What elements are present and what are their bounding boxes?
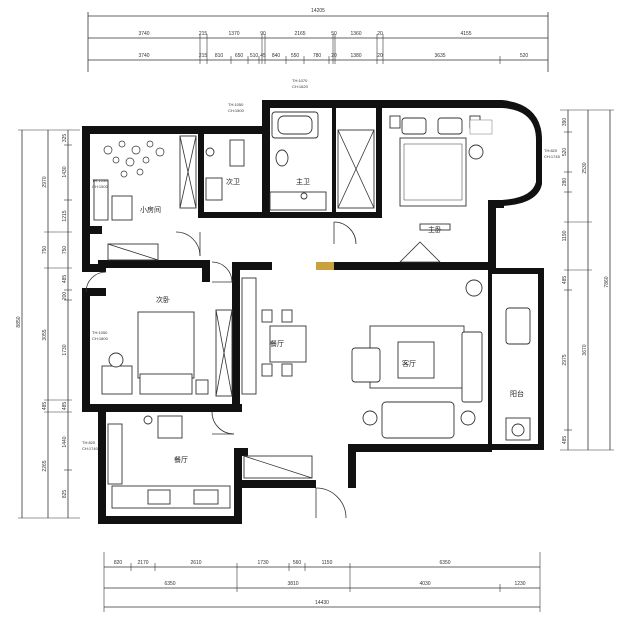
dim-right-r2-6: 485 [562, 436, 568, 445]
dim-left-r2-5: 1730 [62, 344, 68, 355]
dim-right-r2-0: 390 [562, 118, 568, 127]
dim-top-r2-0: 3740 [138, 53, 149, 59]
walls [82, 100, 544, 524]
room-label-living: 客厅 [402, 359, 416, 368]
dim-left-r2-3: 750 [62, 246, 68, 255]
dim-top-r2-2: 810 [215, 53, 224, 59]
dim-right-r2-2: 280 [562, 178, 568, 187]
room-label-master-bedroom: 主卧 [428, 225, 442, 234]
door-threshold [316, 262, 334, 270]
dim-left-r2-8: 1440 [62, 436, 68, 447]
dim-left-r2-2: 1215 [62, 210, 68, 221]
dim-left-r1-4: 2265 [42, 460, 48, 471]
room-label-master-bath: 主卫 [296, 177, 310, 186]
dim-left-r2-1: 1430 [62, 166, 68, 177]
dim-left-r1-3: 485 [42, 402, 48, 411]
dim-left-r2-4: 485 [62, 275, 68, 284]
dim-top-r1-2: 1370 [228, 31, 239, 37]
dim-top-r2-4: 510 [250, 53, 259, 59]
dim-top-r1-1: 215 [199, 31, 208, 37]
dim-top-r1-4: 2165 [294, 31, 305, 37]
note-master-bedroom-th: TH:820 [544, 148, 558, 153]
room-label-kitchen: 餐厅 [174, 455, 188, 464]
note-second-bath-ch: CH:1500 [228, 108, 245, 113]
note-second-bath-th: TH:1050 [228, 102, 244, 107]
dim-bottom-r1-3: 1730 [257, 560, 268, 566]
dim-right-r2-1: 520 [562, 148, 568, 157]
dim-bottom-r2-2: 4030 [419, 581, 430, 587]
dim-right-r2-4: 485 [562, 276, 568, 285]
dim-right-r1-1: 3670 [582, 344, 588, 355]
dim-left-r2-9: 825 [62, 490, 68, 499]
note-master-bath-ch: CH:1620 [292, 84, 309, 89]
dim-right-r1-0: 2530 [582, 162, 588, 173]
dim-top-total: 14205 [311, 8, 325, 14]
dim-top-r2-9: 20 [331, 53, 337, 59]
dim-bottom-r2-3: 1230 [514, 581, 525, 587]
dim-top-r2-11: 20 [377, 53, 383, 59]
dim-top-r1-6: 1360 [350, 31, 361, 37]
dim-bottom-r1-6: 6350 [439, 560, 450, 566]
dim-top-r2-6: 840 [272, 53, 281, 59]
room-label-second-bath: 次卫 [226, 177, 240, 186]
bottom-dimensions: 820 2170 2610 1730 560 1150 6350 6350 38… [103, 552, 541, 612]
dim-bottom-r1-4: 560 [293, 560, 302, 566]
dim-bottom-r1-5: 1150 [322, 560, 333, 566]
dim-top-r1-7: 20 [377, 31, 383, 37]
dim-bottom-r2-1: 3810 [287, 581, 298, 587]
dim-left-r2-6: 200 [62, 292, 68, 301]
dim-top-r2-12: 3635 [434, 53, 445, 59]
dim-bottom-r1-2: 2610 [190, 560, 201, 566]
dim-bottom-total: 14430 [315, 600, 329, 606]
dim-bottom-r2-0: 6350 [164, 581, 175, 587]
room-labels: 小房间 次卫 主卫 主卧 次卧 餐厅 客厅 阳台 餐厅 [140, 177, 524, 464]
dim-top-r2-5: 45 [260, 53, 266, 59]
note-master-bedroom-ch: CH:1745 [544, 154, 561, 159]
dim-left-r2-0: 325 [62, 134, 68, 143]
dim-left-r1-2: 3055 [42, 329, 48, 340]
dim-top-r1-8: 4155 [460, 31, 471, 37]
height-notes: TH:1050 CH:1500 TH:1050 CH:1500 TH:1070 … [82, 78, 561, 451]
furniture [93, 111, 531, 509]
dim-left-r1-1: 750 [42, 246, 48, 255]
dim-bottom-r1-0: 820 [114, 560, 123, 566]
dim-top-r2-8: 780 [313, 53, 322, 59]
dim-top-r2-7: 550 [291, 53, 300, 59]
dim-left-r1-0: 2970 [42, 176, 48, 187]
room-label-second-bedroom: 次卧 [156, 295, 170, 304]
dim-bottom-r1-1: 2170 [137, 560, 148, 566]
note-second-bedroom-th: TH:1050 [92, 330, 108, 335]
note-second-bedroom-ch: CH:1800 [92, 336, 109, 341]
room-label-study: 小房间 [140, 205, 161, 214]
room-label-dining: 餐厅 [270, 339, 284, 348]
dim-right-total: 7860 [604, 276, 610, 287]
left-dimensions: 8850 2970 750 3055 485 2265 325 1430 121… [16, 129, 80, 519]
dim-top-r2-10: 1380 [350, 53, 361, 59]
right-dimensions: 7860 2530 3670 390 520 280 1190 485 2975… [560, 109, 614, 451]
dim-top-r1-0: 3740 [138, 31, 149, 37]
room-label-balcony: 阳台 [510, 389, 524, 398]
dim-top-r2-1: 215 [199, 53, 208, 59]
note-kitchen-ch: CH:1740 [82, 446, 99, 451]
dim-top-r1-3: 90 [260, 31, 266, 37]
note-study-ch: CH:1500 [92, 184, 109, 189]
dim-right-r2-3: 1190 [562, 230, 568, 241]
doors [85, 221, 441, 519]
dim-top-r2-13: 520 [520, 53, 529, 59]
dim-top-r2-3: 650 [235, 53, 244, 59]
note-kitchen-th: TH:820 [82, 440, 96, 445]
dim-top-r1-5: 50 [331, 31, 337, 37]
dim-left-total: 8850 [16, 316, 22, 327]
dim-right-r2-5: 2975 [562, 354, 568, 365]
dim-left-r2-7: 485 [62, 402, 68, 411]
note-master-bath-th: TH:1070 [292, 78, 308, 83]
top-dimensions: 14205 3740 215 1370 90 2165 50 1360 20 4… [87, 8, 549, 72]
note-study-th: TH:1050 [92, 178, 108, 183]
